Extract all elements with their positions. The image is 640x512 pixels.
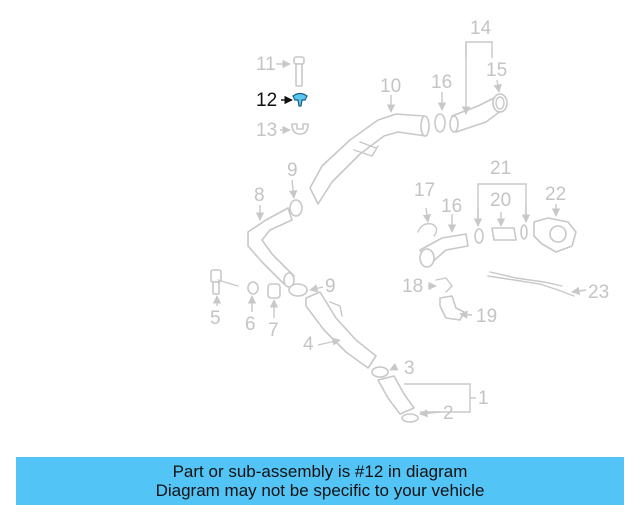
callout-12[interactable]: 12 [256,90,277,111]
part-11-bolt[interactable] [293,56,305,87]
callout-22[interactable]: 21 [490,158,511,179]
part-22-clamps[interactable] [474,224,528,244]
callout-18[interactable]: 17 [414,180,435,201]
part-4-pipe[interactable] [305,291,377,369]
part-10-pipe[interactable] [309,113,430,205]
parts-diagram: 11 12 13 10 16 14 15 9 8 9 5 6 7 4 3 1 2… [210,18,609,424]
part-5-bolt[interactable] [210,269,239,295]
callout-23[interactable]: 22 [545,184,566,205]
callout-14[interactable]: 14 [470,18,492,39]
part-9-clamp-upper[interactable] [289,199,303,217]
part-1-hose[interactable] [377,375,415,415]
part-16-clamp[interactable] [434,113,446,133]
part-13-grommet[interactable] [291,123,309,135]
part-18-clip[interactable] [417,222,438,237]
part-15-oring[interactable] [492,93,508,113]
callout-1[interactable]: 1 [478,388,489,409]
part-20-bracket[interactable] [439,295,465,321]
callout-13[interactable]: 13 [256,120,277,141]
callout-16[interactable]: 16 [431,72,452,93]
callout-8[interactable]: 8 [254,185,265,206]
callout-19[interactable]: 18 [402,276,423,297]
part-6-washer[interactable] [247,281,259,295]
callout-5[interactable]: 5 [210,308,221,329]
part-21-connector[interactable] [491,227,517,241]
part-24-rod[interactable] [487,271,575,297]
callout-7[interactable]: 7 [268,320,279,341]
caption-line-2: Diagram may not be specific to your vehi… [155,481,485,500]
callout-15[interactable]: 15 [486,60,507,81]
callout-3[interactable]: 3 [404,358,415,379]
callout-6[interactable]: 6 [245,314,256,335]
leader-lines [212,41,587,418]
callout-20[interactable]: 19 [476,306,497,327]
callout-21[interactable]: 20 [490,190,511,211]
part-8-hose[interactable] [247,207,295,288]
callout-labels: 11 12 13 10 16 14 15 9 8 9 5 6 7 4 3 1 2… [210,18,609,424]
part-12-clip[interactable] [292,92,308,107]
part-2-clamp[interactable] [401,413,419,423]
callout-17[interactable]: 16 [441,196,462,217]
part-9-clamp-lower[interactable] [288,283,308,297]
caption-line-1: Part or sub-assembly is #12 in diagram [172,462,468,481]
part-7-bushing[interactable] [267,283,281,299]
callout-2[interactable]: 2 [443,403,454,424]
part-14-hose[interactable] [449,97,503,133]
callout-10[interactable]: 10 [380,76,401,97]
callout-9-upper[interactable]: 9 [287,160,298,181]
callout-11[interactable]: 11 [256,54,276,75]
part-23-housing[interactable] [533,217,577,253]
callout-9-lower[interactable]: 9 [325,276,336,297]
part-3-clamp[interactable] [371,366,389,378]
callout-4[interactable]: 4 [303,334,314,355]
part-19-bracket[interactable] [435,277,453,293]
caption-banner: Part or sub-assembly is #12 in diagram D… [16,457,624,505]
part-17-hose[interactable] [419,233,469,268]
callout-24[interactable]: 23 [588,282,609,303]
